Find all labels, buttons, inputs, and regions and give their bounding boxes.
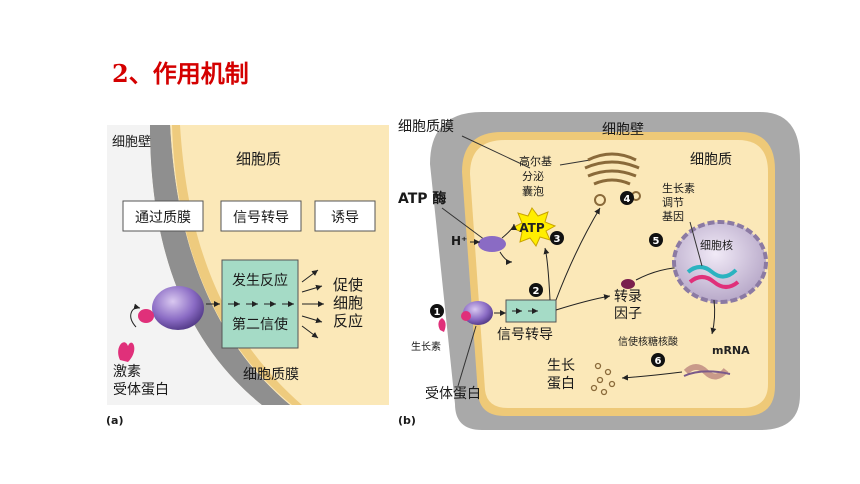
step-marker-6: 6 <box>651 353 665 367</box>
panel-b-cell-wall-label: 细胞壁 <box>602 122 644 138</box>
atp-enzyme-protein <box>478 236 506 252</box>
dna-strand-2 <box>688 275 740 289</box>
hormone-bound-a <box>138 309 154 323</box>
reaction-line1: 发生反应 <box>232 272 288 289</box>
membrane-step-label: 通过质膜 <box>135 210 191 226</box>
signal-step-label: 信号转导 <box>233 210 289 226</box>
gene-label-2: 调节 <box>662 196 684 209</box>
panel-b-cytoplasm-label: 细胞质 <box>690 152 732 168</box>
auxin-bound <box>461 311 471 321</box>
hormone-a <box>118 342 135 362</box>
svg-text:1: 1 <box>434 307 441 318</box>
panel-a-cell-wall-label: 细胞壁 <box>112 135 151 150</box>
mrna-label: mRNA <box>712 344 750 357</box>
panel-a: 细胞壁 细胞质 通过质膜 信号转导 诱导 发生反应 第二信使 促使 细胞 反应 <box>106 125 389 427</box>
growth-protein-1: 生长 <box>547 358 575 374</box>
transcription-factor-1: 转录 <box>614 289 642 305</box>
panel-a-tag: (a) <box>106 414 123 427</box>
panel-a-membrane <box>172 125 302 405</box>
svg-text:4: 4 <box>624 194 631 205</box>
induce-step-label: 诱导 <box>331 210 359 226</box>
golgi-label-1: 高尔基 <box>519 154 552 168</box>
effect-line-3: 反应 <box>333 312 363 330</box>
growth-protein-2: 蛋白 <box>547 376 575 392</box>
hormone-label: 激素 <box>113 363 141 380</box>
nucleus <box>672 220 768 304</box>
atp-burst <box>510 207 557 247</box>
svg-text:3: 3 <box>554 234 561 245</box>
step-marker-1: 1 <box>430 304 444 318</box>
mrna-label-cn: 信使核糖核酸 <box>618 335 678 348</box>
membrane-step-box <box>122 200 204 232</box>
page-title: 2、作用机制 <box>112 59 249 88</box>
atp-label: ATP <box>519 221 545 235</box>
signal-label-b: 信号转导 <box>497 327 553 343</box>
effect-line-1: 促使 <box>333 276 363 294</box>
receptor-label-a: 受体蛋白 <box>113 382 169 398</box>
auxin-label: 生长素 <box>411 340 441 353</box>
reaction-line2: 第二信使 <box>232 316 288 333</box>
golgi-apparatus <box>584 152 640 186</box>
induce-step-box <box>314 200 376 232</box>
panel-a-membrane-label: 细胞质膜 <box>243 367 299 383</box>
svg-text:5: 5 <box>653 236 660 247</box>
receptor-protein-b <box>463 301 493 325</box>
growth-protein-dots <box>590 362 616 396</box>
transcription-factor-2: 因子 <box>614 306 642 322</box>
step-marker-2: 2 <box>529 283 543 297</box>
effect-arrows <box>301 269 324 339</box>
panel-b-membrane-label: 细胞质膜 <box>398 119 454 135</box>
nucleus-label: 细胞核 <box>700 238 733 252</box>
transcription-factor-shape <box>621 279 635 289</box>
panel-b-tag: (b) <box>398 414 416 427</box>
gene-label-3: 基因 <box>662 210 684 223</box>
panel-a-cytoplasm-label: 细胞质 <box>236 150 281 168</box>
panel-b-cytoplasm <box>470 140 768 408</box>
step-marker-3: 3 <box>550 231 564 245</box>
step-marker-4: 4 <box>620 191 634 205</box>
gene-label-1: 生长素 <box>662 181 695 195</box>
svg-text:6: 6 <box>655 356 662 367</box>
golgi-label-3: 囊泡 <box>522 184 544 198</box>
auxin-molecule <box>438 318 446 332</box>
h-ion-label: H⁺ <box>451 234 467 248</box>
atp-enzyme-label: ATP 酶 <box>398 190 446 207</box>
dna-strand-1 <box>686 265 738 279</box>
receptor-label-b: 受体蛋白 <box>425 386 481 402</box>
receptor-protein-a <box>152 286 204 330</box>
panel-b: 细胞质膜 细胞壁 细胞质 高尔基 分泌 囊泡 ATP 酶 ATP H⁺ 生长素 … <box>398 112 800 430</box>
svg-text:2: 2 <box>533 286 540 297</box>
effect-line-2: 细胞 <box>333 294 363 312</box>
golgi-label-2: 分泌 <box>522 170 544 183</box>
step-marker-5: 5 <box>649 233 663 247</box>
panel-a-outside <box>107 125 262 405</box>
signal-step-box <box>220 200 302 232</box>
